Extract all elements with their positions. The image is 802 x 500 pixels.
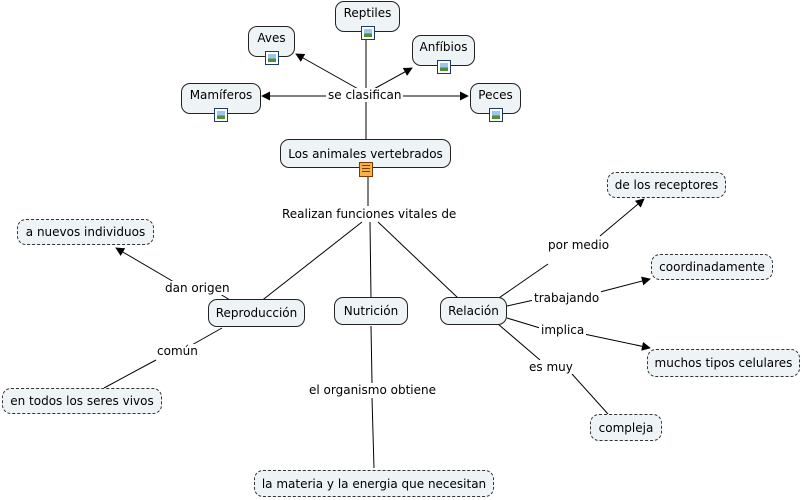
node-label: Los animales vertebrados [288,146,443,161]
link-relacion [377,221,459,299]
link-trabajando-a [506,299,535,307]
node-label: Reproducción [215,306,298,320]
node-materia-energia[interactable]: la materia y la energia que necesitan [254,470,494,497]
node-label: Relación [448,304,499,318]
link-es-muy-b [571,373,609,415]
node-mamiferos[interactable]: Mamíferos [181,83,261,122]
image-thumbnail-icon[interactable] [436,60,451,74]
image-thumbnail-icon[interactable] [360,26,375,40]
node-label: Reptiles [343,6,392,20]
node-label: coordinadamente [659,260,765,274]
link-anfibios [371,67,413,91]
label-implica: implica [539,323,587,337]
node-reptiles[interactable]: Reptiles [335,1,400,40]
link-obtiene-a [370,325,373,384]
link-aves [295,53,361,91]
link-comun-a [189,327,223,347]
node-label: Anfíbios [419,40,468,54]
node-coordinadamente[interactable]: coordinadamente [651,254,773,280]
link-es-muy-a [497,323,541,361]
node-label: Nutrición [343,304,399,318]
label-se-clasifican: se clasifican [326,88,404,102]
label-funciones-vitales: Realizan funciones vitales de [280,207,459,221]
image-thumbnail-icon[interactable] [488,108,503,122]
node-relacion[interactable]: Relación [440,297,507,325]
label-comun: común [155,344,200,358]
link-comun-b [103,359,157,389]
node-aves[interactable]: Aves [248,26,295,65]
node-reproduccion[interactable]: Reproducción [208,299,305,327]
node-compleja[interactable]: compleja [590,414,662,441]
link-por-medio-a [495,263,549,301]
node-peces[interactable]: Peces [470,83,521,122]
node-label: Peces [478,88,513,102]
link-reproduccion [259,221,363,303]
image-thumbnail-icon[interactable] [264,51,279,65]
label-organismo-obtiene: el organismo obtiene [307,383,438,397]
node-label: la materia y la energia que necesitan [261,476,487,491]
node-label: de los receptores [614,178,719,192]
link-implica-b [583,333,651,351]
link-nutricion [369,221,372,299]
node-anfibios[interactable]: Anfíbios [412,35,475,74]
node-label: en todos los seres vivos [10,394,154,408]
node-label: Mamíferos [189,88,253,102]
node-nuevos-individuos[interactable]: a nuevos individuos [17,219,154,245]
node-label: compleja [598,420,654,435]
link-implica-a [506,317,541,329]
link-obtiene-b [371,397,375,469]
label-dan-origen: dan origen [163,281,232,295]
node-receptores[interactable]: de los receptores [607,172,726,198]
image-thumbnail-icon[interactable] [214,108,228,122]
link-trabajando-b [599,276,651,293]
link-dan-origen-b [115,247,175,283]
node-label: muchos tipos celulares [654,356,793,370]
link-por-medio-b [599,198,645,237]
node-label: Aves [257,31,286,45]
node-tipos-celulares[interactable]: muchos tipos celulares [647,349,800,377]
node-central[interactable]: Los animales vertebrados [280,139,451,177]
document-resource-icon[interactable] [358,162,373,177]
node-seres-vivos[interactable]: en todos los seres vivos [2,388,162,414]
label-trabajando: trabajando [532,291,602,305]
node-nutricion[interactable]: Nutrición [334,297,408,325]
node-label: a nuevos individuos [25,225,146,239]
label-por-medio: por medio [546,238,612,252]
label-es-muy: es muy [527,360,575,374]
